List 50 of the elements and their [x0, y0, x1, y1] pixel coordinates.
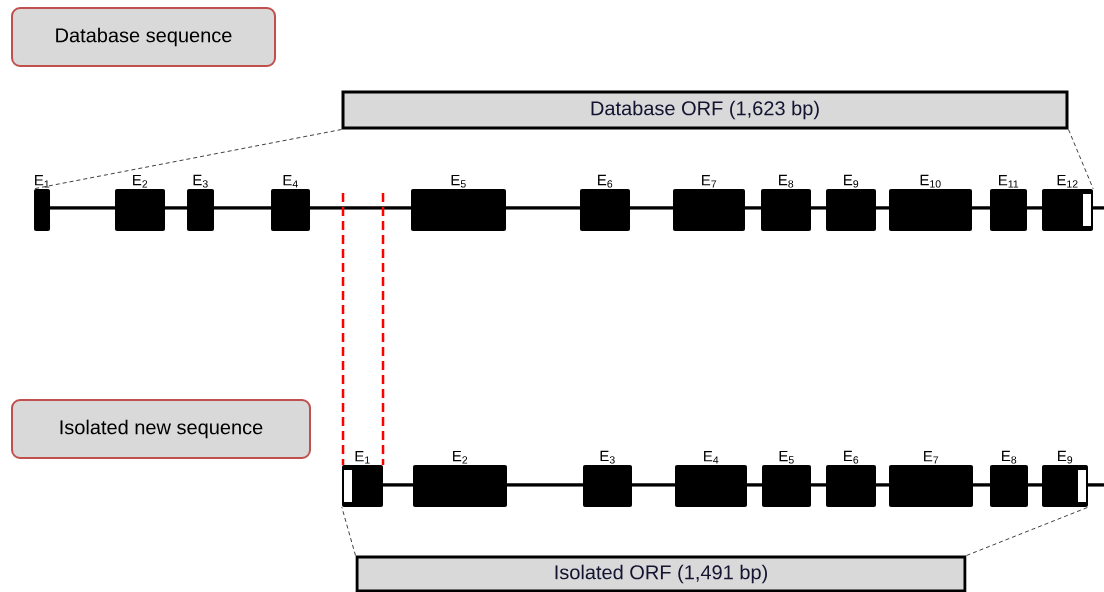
exon-box: E$_{11}$ [990, 175, 1027, 231]
node-label: E$_{8}$ [779, 174, 794, 188]
exon-box: E$_{7}$ [889, 451, 973, 507]
node-label: E$_{7}$ [924, 451, 939, 464]
node-label: E$_{12}$ [1057, 174, 1078, 188]
exon-box: E$_{9}$ [826, 174, 876, 231]
exon-box: E$_{3}$ [187, 174, 214, 231]
node-label: E$_{4}$ [283, 175, 298, 188]
exon-box: E$_{4}$ [271, 175, 310, 231]
exon-box: E$_{6}$ [826, 450, 876, 507]
leader-line [33, 129, 342, 190]
exon-box: E$_{1}$ [342, 451, 383, 507]
node-label: E$_{5}$ [779, 450, 794, 464]
node-label: E$_{3}$ [600, 450, 615, 464]
exon-box: E$_{7}$ [673, 175, 745, 231]
exon-box: E$_{2}$ [115, 174, 165, 231]
exon-box: E$_{5}$ [411, 174, 506, 231]
exon-box: E$_{6}$ [580, 174, 630, 231]
exon-box: E$_{2}$ [413, 450, 507, 507]
node-label: E$_{7}$ [702, 175, 717, 188]
leader-line [341, 506, 356, 556]
orf-bar: Isolated ORF (1,491 bp) [355, 555, 967, 592]
node-label: E$_{1}$ [355, 451, 370, 464]
exon-box: E$_{1}$ [34, 175, 50, 231]
node-label: E$_{5}$ [451, 174, 466, 188]
node-label: E$_{1}$ [35, 175, 50, 188]
orf-bar: Database ORF (1,623 bp) [341, 90, 1069, 130]
node-label: E$_{8}$ [1002, 450, 1017, 464]
node-label: E$_{4}$ [704, 451, 719, 464]
exon-box: E$_{12}$ [1042, 174, 1093, 231]
leader-line [966, 506, 1089, 556]
leader-line [1068, 129, 1094, 190]
exon-box: E$_{3}$ [583, 450, 632, 507]
sequence-title-box: Database sequence [11, 7, 276, 67]
node-label: E$_{9}$ [844, 174, 859, 188]
node-label: E$_{11}$ [999, 175, 1019, 188]
node-label: E$_{2}$ [133, 174, 148, 188]
exon-box: E$_{10}$ [889, 174, 972, 231]
node-label: E$_{6}$ [598, 174, 613, 188]
node-label: E$_{10}$ [920, 174, 941, 188]
exon-box: E$_{8}$ [990, 450, 1028, 507]
exon-box: E$_{9}$ [1042, 450, 1088, 507]
node-label: E$_{6}$ [844, 450, 859, 464]
exon-box: E$_{4}$ [675, 451, 747, 507]
node-label: E$_{3}$ [193, 174, 208, 188]
exon-box: E$_{5}$ [762, 450, 811, 507]
node-label: E$_{9}$ [1058, 450, 1073, 464]
sequence-title-box: Isolated new sequence [11, 399, 311, 459]
node-label: E$_{2}$ [453, 450, 468, 464]
exon-box: E$_{8}$ [761, 174, 811, 231]
